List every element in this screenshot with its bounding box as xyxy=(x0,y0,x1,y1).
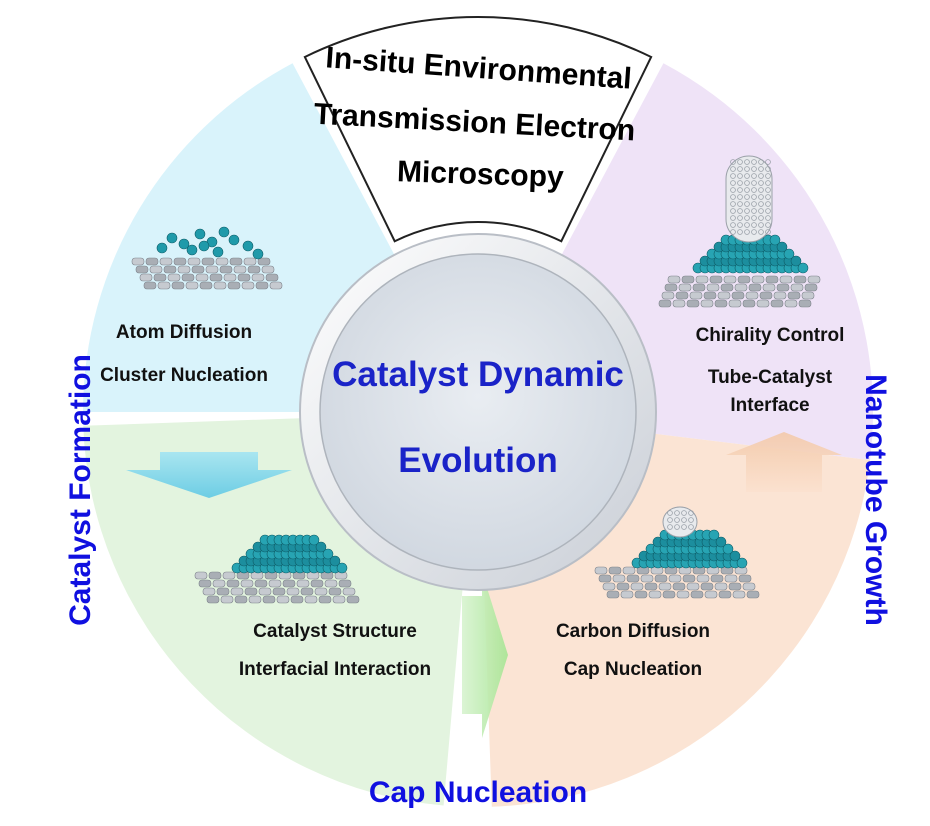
segment-catalyst-structure xyxy=(83,418,463,806)
segment-carbon-diffusion xyxy=(484,433,871,807)
arrow-peach-up xyxy=(726,432,842,492)
structure-caption-line-1: Catalyst Structure xyxy=(253,621,417,642)
arrow-blue-down xyxy=(126,452,292,498)
arrow-green-right xyxy=(462,572,508,738)
chirality-caption-line-2: Tube-Catalyst xyxy=(708,367,833,388)
center-title-line-1: Catalyst Dynamic xyxy=(332,355,624,394)
stage-label-catalyst-formation: Catalyst Formation xyxy=(64,354,97,626)
nanotube-cap-icon xyxy=(594,506,760,599)
catalyst-pyramid-icon xyxy=(194,534,360,604)
carbon-caption-line-2: Cap Nucleation xyxy=(564,659,702,680)
top-title-line-3: Microscopy xyxy=(396,155,564,194)
chirality-caption-line-3: Interface xyxy=(730,395,809,416)
chirality-caption-line-1: Chirality Control xyxy=(696,325,845,346)
nanotube-on-catalyst-icon xyxy=(658,155,821,308)
stage-label-nanotube-growth: Nanotube Growth xyxy=(859,374,892,626)
carbon-caption-line-1: Carbon Diffusion xyxy=(556,621,710,642)
atom-caption-line-1: Atom Diffusion xyxy=(116,322,252,343)
stage-label-cap-nucleation: Cap Nucleation xyxy=(369,776,587,809)
center-circle xyxy=(319,253,637,571)
atoms-on-substrate-icon xyxy=(131,226,283,290)
structure-caption-line-2: Interfacial Interaction xyxy=(239,659,431,680)
center-title-line-2: Evolution xyxy=(398,441,557,480)
atom-caption-line-2: Cluster Nucleation xyxy=(100,365,268,386)
segment-top-title xyxy=(303,16,653,243)
